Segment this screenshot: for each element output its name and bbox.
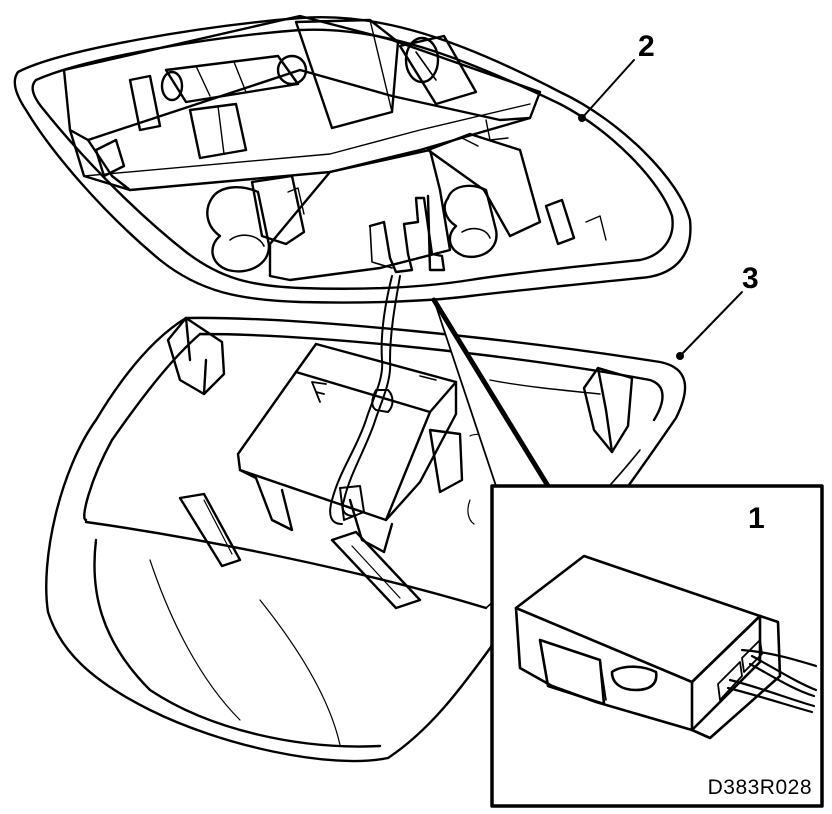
roof-console-part-2 — [15, 16, 691, 303]
detail-inset-frame — [492, 486, 822, 806]
lens-housing-part-3 — [46, 318, 685, 761]
detail-zoom-lines — [434, 300, 548, 486]
connector-plug-part-1 — [516, 556, 816, 738]
drawing-reference-code: D383R028 — [707, 776, 812, 799]
control-module-box — [238, 344, 456, 552]
callout-label-2: 2 — [638, 30, 655, 63]
callout-label-3: 3 — [742, 262, 759, 295]
callout-label-1: 1 — [748, 502, 765, 535]
wiring-harness — [330, 276, 400, 524]
